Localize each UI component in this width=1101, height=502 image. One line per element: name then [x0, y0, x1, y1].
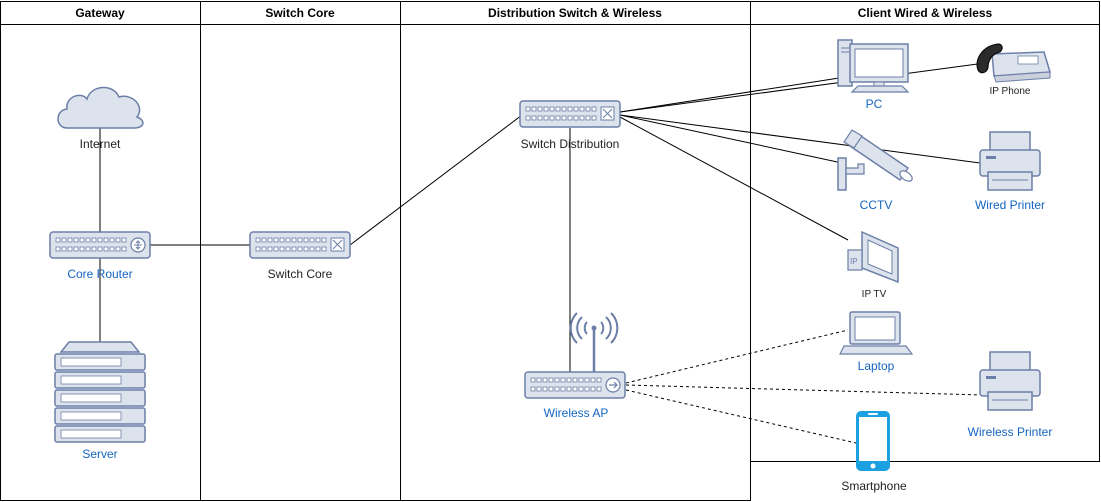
link-distribution-cctv	[619, 114, 843, 164]
printer-icon[interactable]	[979, 351, 1041, 411]
node-label-laptop: Laptop	[858, 359, 895, 373]
node-label-wireless-ap: Wireless AP	[544, 406, 609, 420]
node-label-switch-distribution: Switch Distribution	[521, 137, 620, 151]
ip-phone-icon[interactable]	[976, 43, 1051, 83]
link-switchcore-distribution	[349, 114, 523, 246]
cloud-icon[interactable]	[57, 86, 144, 129]
wireless-link-wireless-printer	[625, 384, 983, 396]
node-label-wired-printer: Wired Printer	[975, 198, 1045, 212]
node-label-cctv: CCTV	[860, 198, 893, 212]
cctv-camera-icon[interactable]	[837, 129, 914, 191]
wireless-connections	[625, 329, 983, 444]
lane-title: Client Wired & Wireless	[858, 6, 993, 20]
node-label-server: Server	[82, 447, 117, 461]
lane-title: Distribution Switch & Wireless	[488, 6, 662, 20]
switch-icon[interactable]	[519, 100, 621, 128]
wireless-link-laptop	[625, 329, 849, 384]
router-icon[interactable]	[49, 231, 151, 259]
wireless-link-smartphone	[625, 389, 857, 444]
node-label-smartphone: Smartphone	[841, 479, 907, 493]
lane-distribution	[400, 1, 751, 501]
node-label-wireless-printer: Wireless Printer	[968, 425, 1053, 439]
switch-icon[interactable]	[249, 231, 351, 259]
link-distribution-printer	[619, 114, 981, 164]
node-label-ip-phone: IP Phone	[990, 86, 1031, 97]
node-label-pc: PC	[866, 97, 883, 111]
node-label-switch-core: Switch Core	[268, 267, 333, 281]
server-rack-icon[interactable]	[54, 341, 146, 443]
desktop-pc-icon[interactable]	[837, 39, 910, 93]
ip-tv-icon[interactable]: IP	[847, 230, 899, 284]
node-label-core-router: Core Router	[67, 267, 132, 281]
smartphone-icon[interactable]	[856, 411, 890, 471]
svg-text:IP: IP	[850, 257, 858, 266]
lane-title: Gateway	[75, 6, 125, 20]
node-label-ip-tv: IP TV	[862, 289, 887, 300]
connections	[99, 62, 986, 374]
node-label-internet: Internet	[80, 137, 121, 151]
link-distribution-ipphone	[619, 62, 986, 113]
link-distribution-pc	[619, 75, 853, 113]
wireless-ap-icon[interactable]	[524, 312, 626, 399]
laptop-icon[interactable]	[839, 311, 914, 355]
printer-icon[interactable]	[979, 131, 1041, 191]
lane-client	[750, 1, 1100, 462]
lane-title: Switch Core	[265, 6, 335, 20]
link-distribution-iptv	[619, 116, 849, 241]
